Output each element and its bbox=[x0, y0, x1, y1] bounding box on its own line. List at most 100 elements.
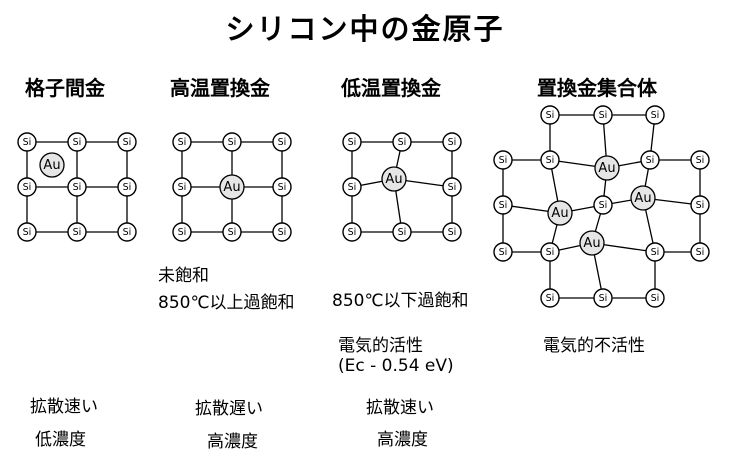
silicon-atom: Si bbox=[222, 222, 242, 242]
silicon-atom: Si bbox=[645, 242, 665, 262]
silicon-atom: Si bbox=[493, 150, 513, 170]
svg-text:Si: Si bbox=[23, 182, 32, 193]
note-diffusion-slow: 拡散遅い bbox=[195, 399, 263, 419]
svg-text:Au: Au bbox=[385, 172, 402, 187]
heading-high-temp-substitutional-gold: 高温置換金 bbox=[170, 76, 270, 100]
svg-text:Si: Si bbox=[448, 137, 457, 148]
svg-text:Si: Si bbox=[398, 137, 407, 148]
svg-text:Si: Si bbox=[599, 200, 608, 211]
gold-atom: Au bbox=[39, 152, 65, 178]
silicon-atom: Si bbox=[342, 222, 362, 242]
heading-low-temp-substitutional-gold: 低温置換金 bbox=[341, 76, 441, 100]
gold-atom: Au bbox=[630, 185, 656, 211]
note-below-850-supersaturated: 850℃以下過飽和 bbox=[332, 291, 469, 311]
svg-text:Si: Si bbox=[348, 137, 357, 148]
svg-text:Si: Si bbox=[398, 227, 407, 238]
svg-text:Si: Si bbox=[348, 227, 357, 238]
silicon-atom: Si bbox=[17, 222, 37, 242]
svg-text:Si: Si bbox=[23, 137, 32, 148]
silicon-atom: Si bbox=[117, 222, 137, 242]
silicon-atom: Si bbox=[272, 222, 292, 242]
silicon-atom: Si bbox=[117, 132, 137, 152]
svg-text:Au: Au bbox=[634, 191, 651, 206]
silicon-atom: Si bbox=[690, 242, 710, 262]
svg-text:Si: Si bbox=[178, 227, 187, 238]
svg-text:Si: Si bbox=[23, 227, 32, 238]
svg-text:Si: Si bbox=[546, 247, 555, 258]
svg-text:Si: Si bbox=[646, 155, 655, 166]
svg-text:Si: Si bbox=[178, 182, 187, 193]
svg-text:Si: Si bbox=[499, 155, 508, 166]
silicon-atom: Si bbox=[493, 242, 513, 262]
silicon-atom: Si bbox=[392, 222, 412, 242]
svg-text:Si: Si bbox=[278, 182, 287, 193]
silicon-atom: Si bbox=[540, 105, 560, 125]
svg-text:Si: Si bbox=[499, 247, 508, 258]
silicon-atom: Si bbox=[493, 195, 513, 215]
svg-text:Si: Si bbox=[228, 227, 237, 238]
silicon-atom: Si bbox=[645, 288, 665, 308]
svg-text:Si: Si bbox=[546, 155, 555, 166]
silicon-atom: Si bbox=[540, 242, 560, 262]
svg-text:Si: Si bbox=[73, 182, 82, 193]
svg-text:Si: Si bbox=[278, 227, 287, 238]
note-electrically-inactive: 電気的不活性 bbox=[543, 336, 645, 356]
svg-text:Si: Si bbox=[228, 137, 237, 148]
svg-text:Si: Si bbox=[546, 293, 555, 304]
svg-text:Si: Si bbox=[599, 110, 608, 121]
silicon-atom: Si bbox=[272, 132, 292, 152]
svg-text:Si: Si bbox=[696, 200, 705, 211]
svg-text:Au: Au bbox=[583, 236, 600, 251]
silicon-atom: Si bbox=[342, 132, 362, 152]
note-high-concentration-2: 高濃度 bbox=[377, 430, 428, 450]
note-high-concentration-1: 高濃度 bbox=[207, 432, 258, 452]
note-diffusion-fast-2: 拡散速い bbox=[366, 398, 434, 418]
silicon-atom: Si bbox=[172, 177, 192, 197]
silicon-atom: Si bbox=[172, 222, 192, 242]
silicon-atom: Si bbox=[593, 195, 613, 215]
gold-atom: Au bbox=[594, 155, 620, 181]
silicon-atom: Si bbox=[593, 105, 613, 125]
note-low-concentration: 低濃度 bbox=[35, 430, 86, 450]
svg-text:Au: Au bbox=[223, 180, 240, 195]
silicon-atom: Si bbox=[690, 195, 710, 215]
svg-text:Si: Si bbox=[651, 293, 660, 304]
svg-text:Si: Si bbox=[348, 182, 357, 193]
heading-substitutional-gold-cluster: 置換金集合体 bbox=[537, 76, 657, 100]
silicon-atom: Si bbox=[67, 222, 87, 242]
svg-text:Si: Si bbox=[651, 247, 660, 258]
svg-text:Si: Si bbox=[123, 227, 132, 238]
svg-text:Au: Au bbox=[551, 206, 568, 221]
silicon-atom: Si bbox=[690, 150, 710, 170]
silicon-atom: Si bbox=[17, 177, 37, 197]
silicon-atom: Si bbox=[593, 288, 613, 308]
silicon-atom: Si bbox=[645, 105, 665, 125]
svg-text:Au: Au bbox=[598, 161, 615, 176]
svg-text:Au: Au bbox=[43, 158, 60, 173]
svg-text:Si: Si bbox=[546, 110, 555, 121]
gold-atom: Au bbox=[219, 174, 245, 200]
silicon-atom: Si bbox=[442, 222, 462, 242]
svg-text:Si: Si bbox=[448, 182, 457, 193]
gold-atom: Au bbox=[547, 200, 573, 226]
svg-text:Si: Si bbox=[73, 227, 82, 238]
note-electrically-active: 電気的活性 bbox=[338, 336, 423, 356]
silicon-atom: Si bbox=[117, 177, 137, 197]
svg-text:Si: Si bbox=[696, 247, 705, 258]
svg-text:Si: Si bbox=[278, 137, 287, 148]
silicon-atom: Si bbox=[392, 132, 412, 152]
svg-text:Si: Si bbox=[178, 137, 187, 148]
note-energy-level: (Ec - 0.54 eV) bbox=[338, 356, 454, 376]
svg-text:Si: Si bbox=[696, 155, 705, 166]
silicon-atom: Si bbox=[442, 177, 462, 197]
silicon-atom: Si bbox=[222, 132, 242, 152]
svg-text:Si: Si bbox=[123, 182, 132, 193]
silicon-atom: Si bbox=[442, 132, 462, 152]
svg-text:Si: Si bbox=[73, 137, 82, 148]
silicon-atom: Si bbox=[17, 132, 37, 152]
silicon-atom: Si bbox=[172, 132, 192, 152]
silicon-atom: Si bbox=[540, 150, 560, 170]
note-unsaturated: 未飽和 bbox=[158, 266, 209, 286]
silicon-atom: Si bbox=[640, 150, 660, 170]
